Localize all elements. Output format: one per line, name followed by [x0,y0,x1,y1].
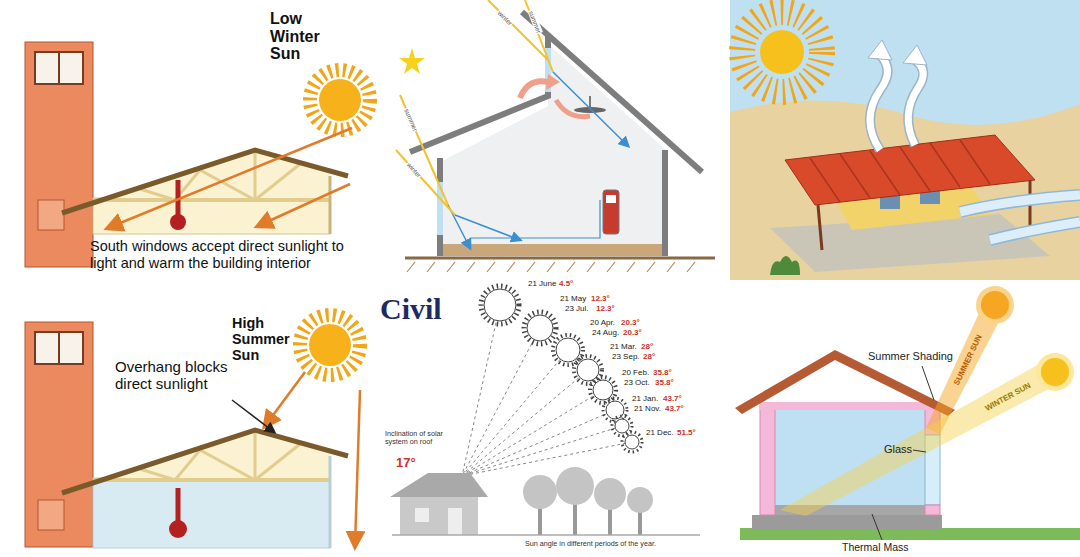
date-label: 21 Dec. [646,428,674,437]
desert-house [730,0,1080,280]
date-label: 23 Oct. [624,378,650,387]
sun-label: High Summer Sun [232,316,294,364]
date-label: 20 Apr. [590,318,615,327]
date-label: 21 Nov. [634,404,661,413]
ray-label: summer [527,9,543,35]
angle-label: 28° [641,342,653,351]
angle-label: 28° [643,352,655,361]
ray-label: summer [403,107,420,133]
caption-note: South windows accept direct sunlight to … [90,238,362,271]
angle-label: 51.5° [677,428,696,437]
ray-label: winter [405,160,424,179]
angle-label: 17° [396,456,416,471]
angle-label: 20.3° [623,328,642,337]
date-label: 23 Jul. [565,304,589,313]
logo-text: Civil [380,292,442,327]
ray-label: winter [496,9,515,28]
date-label: 23 Sep. [612,352,640,361]
note-label: Inclination of solar system on roof [385,430,447,447]
date-label: 20 Feb. [622,368,649,377]
winter-house [25,42,370,267]
angle-label: 12.3° [591,294,610,303]
date-label: 21 Mar. [610,342,637,351]
part-label: Thermal Mass [842,541,909,553]
date-label: 21 June [528,279,556,288]
angle-label: 35.8° [655,378,674,387]
angle-label: 43.7° [665,404,684,413]
shading-house [735,286,1080,540]
sun-label: Low Winter Sun [270,10,340,63]
angle-label: 20.3° [621,318,640,327]
note-label: Sun angle in different periods of the ye… [525,540,656,548]
part-label: Summer Shading [868,350,953,363]
part-label: Glass [884,443,912,456]
angle-label: 35.8° [653,368,672,377]
date-label: 21 Jan. [632,394,658,403]
date-label: 21 May [560,294,586,303]
date-label: 24 Aug. [592,328,619,337]
ray-label: SUMMER SUN [952,333,984,386]
callout-note: Overhang blocks direct sunlight [115,358,250,393]
angle-label: 4.5° [559,279,573,288]
house-section [396,0,715,272]
angle-label: 43.7° [663,394,682,403]
angle-label: 12.3° [596,304,615,313]
summer-house [25,315,360,548]
ray-label: WINTER SUN [984,381,1033,413]
